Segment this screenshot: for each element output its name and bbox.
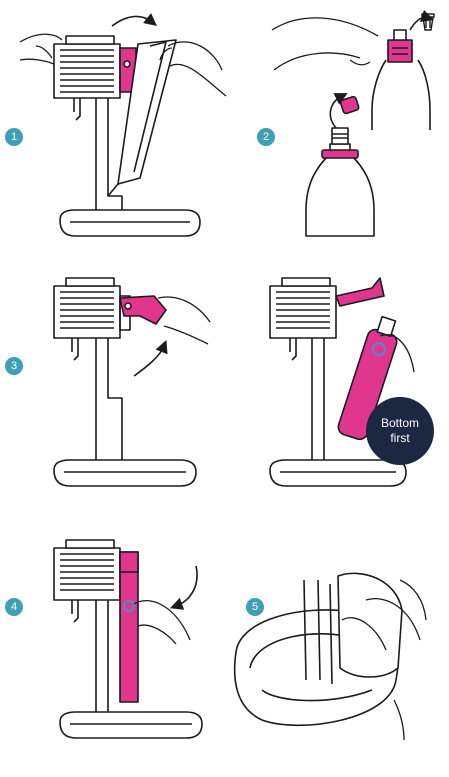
step-badge-3: 3: [5, 357, 23, 375]
step-badge-2: 2: [257, 128, 275, 146]
step-4-illustration: [54, 540, 202, 738]
step-3-illustration: [54, 278, 210, 486]
step-badge-5: 5: [246, 598, 264, 616]
step-badge-1: 1: [5, 128, 23, 146]
bottom-first-callout: Bottom first: [366, 397, 434, 465]
step-badge-4: 4: [5, 598, 23, 616]
step-2-illustration: [272, 18, 430, 237]
trash-icon: [422, 14, 434, 30]
step-5-illustration: [235, 573, 426, 740]
step-1-illustration: [20, 16, 226, 236]
callout-line-2: first: [390, 431, 409, 446]
callout-line-1: Bottom: [381, 416, 419, 431]
